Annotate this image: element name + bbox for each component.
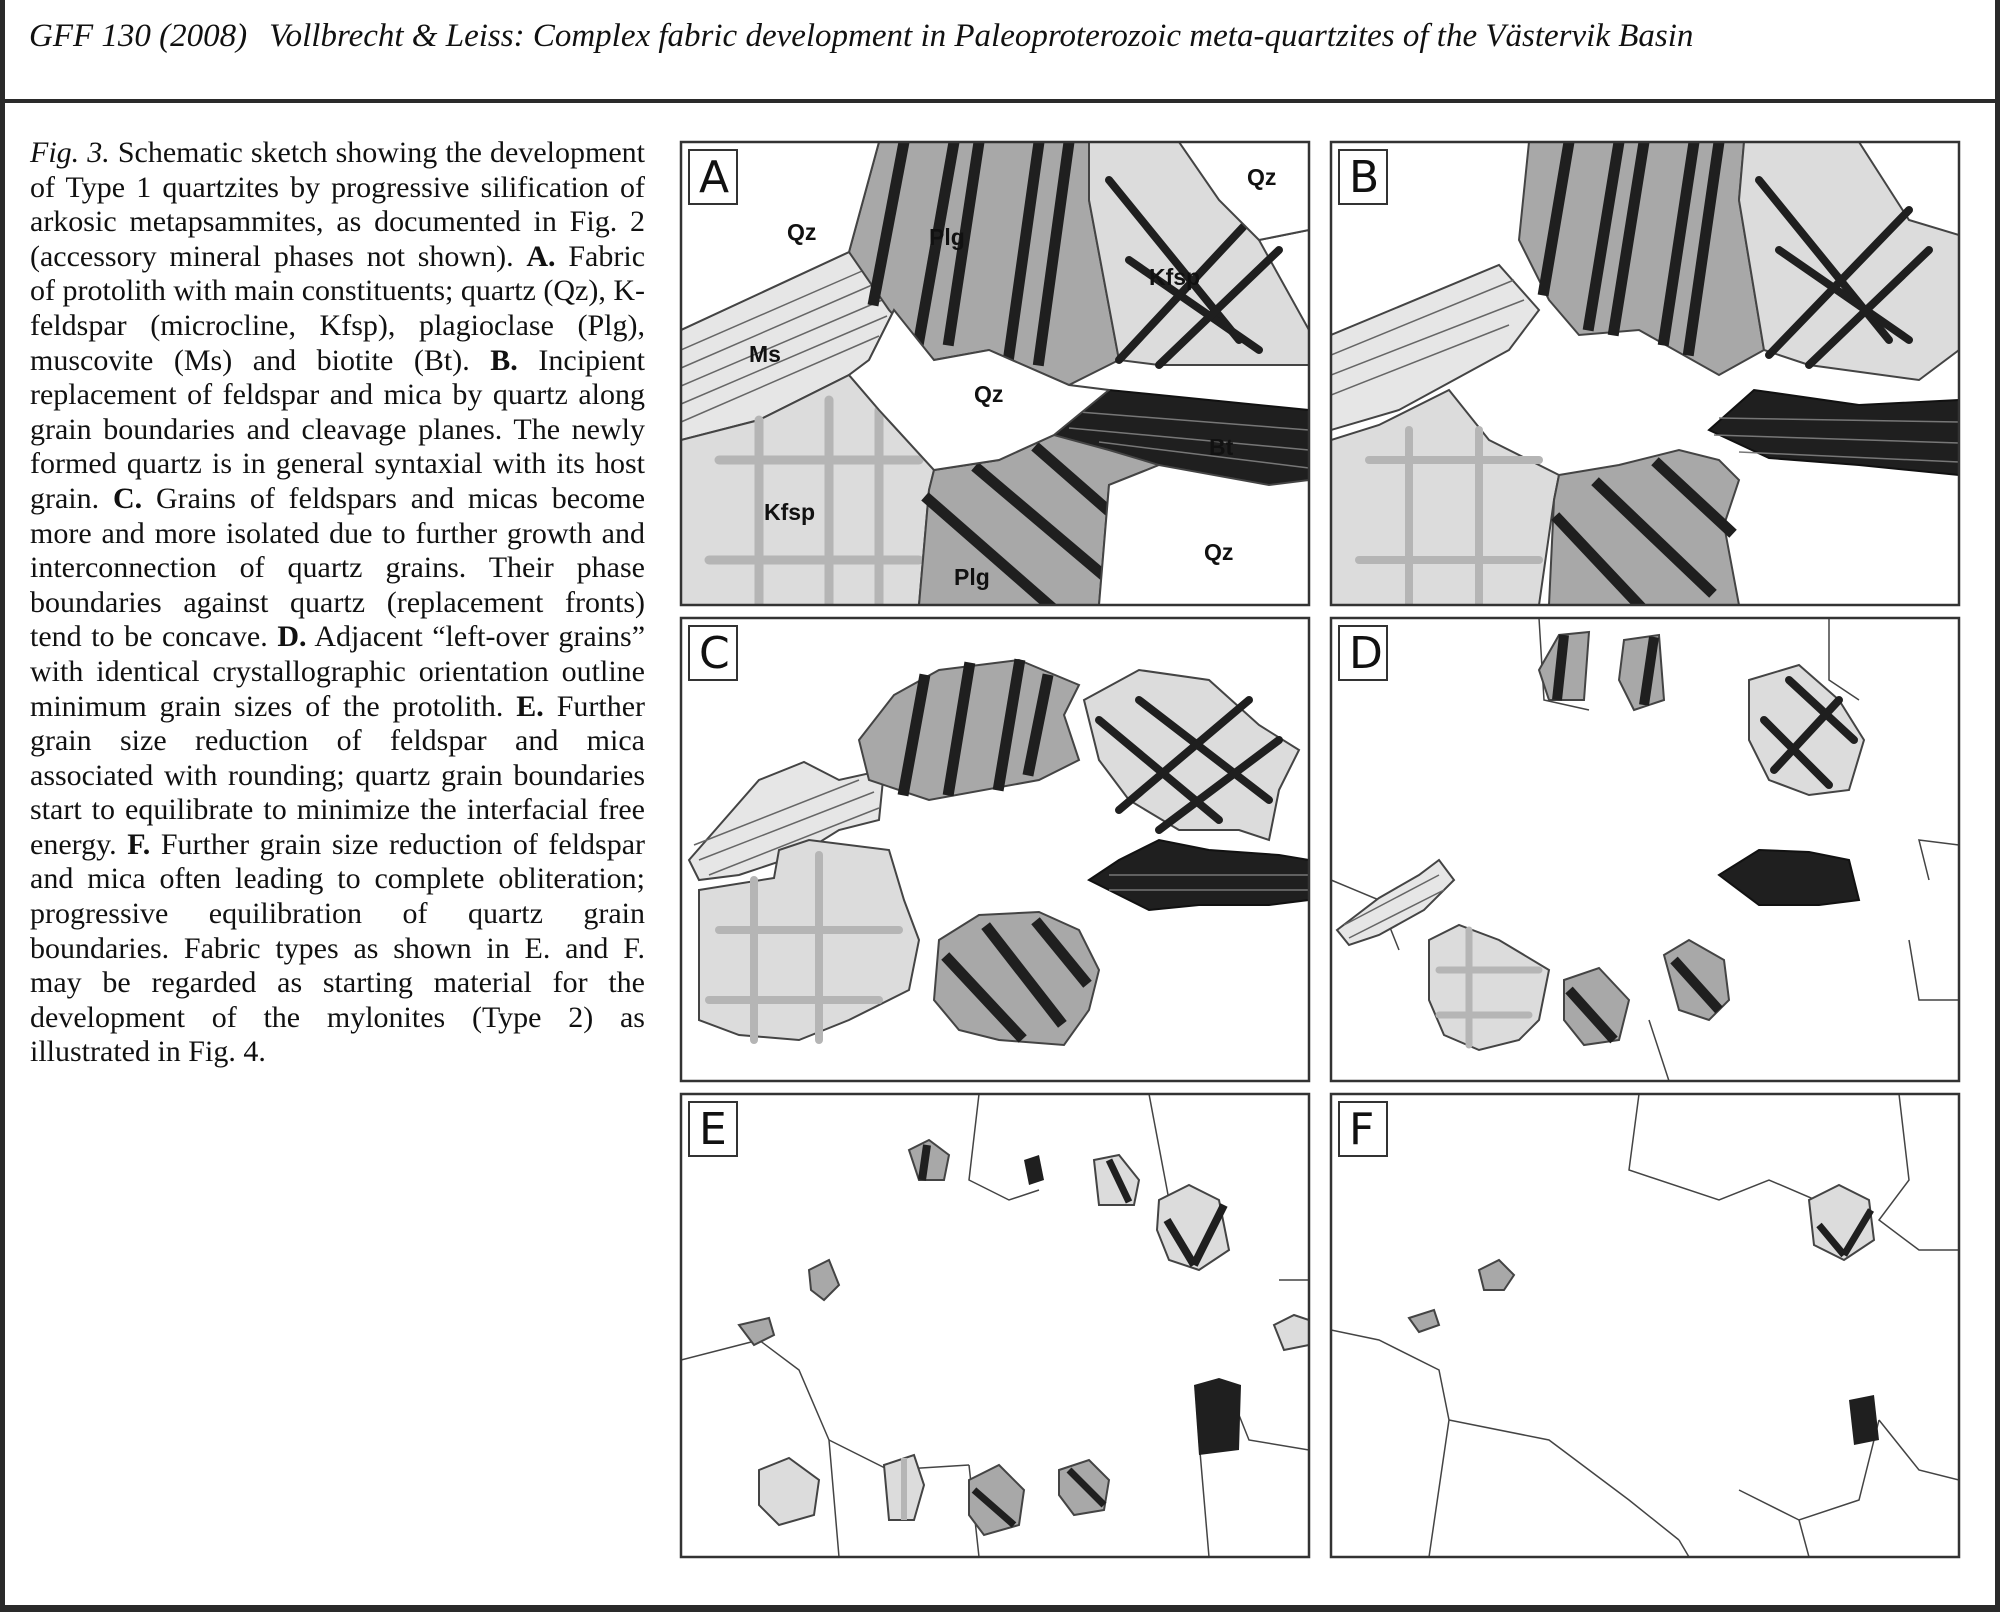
panel-letter: C	[699, 628, 730, 679]
running-head: GFF 130 (2008) Vollbrecht & Leiss: Comple…	[29, 14, 1979, 58]
bt-grain-2	[1194, 1378, 1241, 1455]
caption-letter-f: F.	[127, 827, 151, 861]
panel-frames	[679, 140, 1961, 1559]
label-qz-3: Qz	[974, 381, 1003, 407]
panel-f: F	[1331, 1094, 1959, 1557]
label-kfsp-2: Kfsp	[764, 499, 815, 525]
qz-grain-bottom-right	[1097, 463, 1309, 605]
figure-svg: Qz Plg Kfsp Qz Ms Qz Bt Kfsp Plg Qz	[679, 140, 1961, 1559]
caption-text-f: Further grain size reduction of feldspar…	[30, 827, 646, 1069]
ms-grain-2	[1407, 1308, 1441, 1334]
panel-e: E	[681, 1094, 1309, 1557]
panel-a: Qz Plg Kfsp Qz Ms Qz Bt Kfsp Plg Qz	[681, 142, 1309, 605]
figure-3: Qz Plg Kfsp Qz Ms Qz Bt Kfsp Plg Qz	[679, 140, 1989, 1570]
ms-grain	[687, 760, 886, 882]
kfsp-grain-right	[1737, 142, 1959, 382]
label-kfsp-1: Kfsp	[1149, 264, 1200, 290]
bt-grain	[1717, 848, 1861, 906]
plg-grain-1	[907, 1138, 951, 1181]
label-ms: Ms	[749, 341, 781, 367]
label-plg-1: Plg	[929, 224, 965, 250]
label-qz-2: Qz	[1247, 164, 1276, 190]
article-title: Vollbrecht & Leiss: Complex fabric devel…	[269, 18, 1694, 54]
plg-grain-top	[1517, 142, 1766, 377]
caption-text-c: Grains of feldspars and micas become mor…	[30, 481, 646, 654]
ms-grain-1	[807, 1258, 841, 1302]
header-rule	[5, 99, 2000, 103]
kfsp-grain-lower	[1428, 923, 1551, 1052]
caption-letter-b: B.	[490, 343, 518, 377]
bt-grain-1	[1024, 1155, 1044, 1185]
ms-grain-3	[1272, 1313, 1309, 1352]
caption-letter-e: E.	[516, 689, 544, 723]
panel-b: B	[1331, 142, 1959, 605]
panel-letter-boxes	[688, 149, 1388, 1157]
panel-d: D	[1331, 618, 1959, 1081]
kfsp-grain-2	[758, 1456, 821, 1527]
bt-grain	[1849, 1395, 1879, 1445]
caption-text-e: Further grain size reduction of feldspar…	[30, 689, 646, 861]
qz-grain-top-right	[1177, 142, 1309, 242]
ms-grain	[1331, 263, 1541, 432]
label-plg-2: Plg	[954, 564, 990, 590]
label-bt: Bt	[1209, 434, 1234, 460]
caption-letter-a: A.	[526, 239, 556, 273]
panel-letter: E	[699, 1104, 727, 1155]
plg-fragment-3	[1563, 966, 1631, 1047]
label-qz-1: Qz	[787, 219, 816, 245]
ms-grain	[1335, 858, 1456, 947]
panel-letter: F	[1349, 1104, 1374, 1155]
panel-letter: B	[1349, 152, 1379, 203]
caption-text-b: Incipient replacement of feldspar and mi…	[30, 343, 646, 515]
journal-citation: GFF 130 (2008)	[29, 18, 248, 54]
label-qz-4: Qz	[1204, 539, 1233, 565]
panel-letter: D	[1349, 628, 1383, 679]
caption-text-d: Adjacent “left-over grains” with identic…	[30, 620, 646, 723]
caption-intro: Schematic sketch showing the development…	[30, 136, 645, 273]
caption-letter-c: C.	[112, 481, 143, 515]
figure-caption: Fig. 3. Schematic sketch showing the dev…	[30, 136, 645, 1070]
ms-grain-2	[737, 1316, 776, 1347]
caption-letter-d: D.	[277, 620, 307, 654]
caption-text-a: Fabric of protolith with main constituen…	[30, 239, 646, 377]
panel-c: C	[681, 618, 1309, 1081]
caption-lead: Fig. 3.	[30, 136, 110, 169]
kfsp-grain	[1807, 1183, 1876, 1262]
qz-grain-center	[847, 308, 1112, 472]
kfsp-grain	[1155, 1183, 1231, 1272]
ms-grain-1	[1477, 1258, 1516, 1291]
qz-grain-top-left	[681, 142, 881, 332]
panel-letter-a: A	[699, 152, 729, 203]
